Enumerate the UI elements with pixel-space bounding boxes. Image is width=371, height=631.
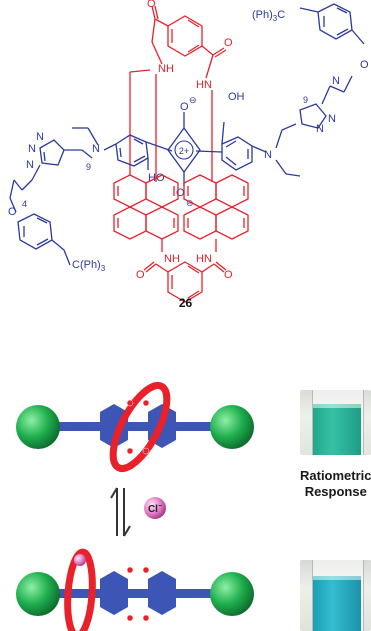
carbonyl-o-1: O xyxy=(147,0,156,10)
axle-bar-bottom xyxy=(40,589,240,598)
axle-right xyxy=(195,3,365,177)
stopper-left-bottom xyxy=(16,572,60,616)
macrocycle-ring-top xyxy=(109,382,171,472)
triazole-n-1: N xyxy=(36,131,44,143)
oxide-charge-top: ⊖ xyxy=(189,95,197,105)
chloride-icon xyxy=(144,497,166,519)
trityl-top-label: (Ph)3C xyxy=(252,9,285,23)
rotaxane-cartoon-bottom xyxy=(16,548,254,631)
green-solution xyxy=(313,404,361,455)
macrocycle-ring-bottom xyxy=(64,548,96,631)
ratiometric-response-label: Ratiometric Response xyxy=(300,468,371,500)
response-line-2: Response xyxy=(304,484,367,499)
carbonyl-o-2: O xyxy=(224,37,233,49)
axle-right-labels: N OH 9 N N N O (Ph)3C xyxy=(228,9,369,161)
cyan-solution xyxy=(313,576,361,631)
ether-o-right: O xyxy=(360,59,369,71)
response-line-1: Ratiometric xyxy=(300,468,371,483)
amine-n-left: N xyxy=(92,143,100,155)
triazole-n-r1: N xyxy=(332,75,340,87)
axle-left xyxy=(9,127,173,266)
triazole-n-r3: N xyxy=(316,123,324,135)
amide-hn-bottom: HN xyxy=(196,253,212,265)
trityl-bottom-label: C(Ph)3 xyxy=(72,259,106,273)
amide-nh-bottom: NH xyxy=(164,253,180,265)
triazole-n-r2: N xyxy=(328,113,336,125)
chain-sub-4: 4 xyxy=(22,199,27,209)
charge-label: 2+ xyxy=(179,146,189,156)
oxide-charge-bottom: ⊖ xyxy=(186,198,194,208)
stopper-right-bottom xyxy=(210,572,254,616)
bound-chloride-icon xyxy=(74,554,86,566)
chain-sub-9-right: 9 xyxy=(303,95,308,105)
rotaxane-cartoon-top xyxy=(16,382,254,472)
amine-n-right: N xyxy=(264,149,272,161)
macrocycle-bottom xyxy=(113,174,249,303)
chloride-label: Cl− xyxy=(148,503,162,515)
macrocycle-top xyxy=(129,5,227,182)
amide-hn-top: HN xyxy=(196,79,212,91)
ether-o-left: O xyxy=(8,206,17,218)
macrocycle-bottom-labels: NH HN O O xyxy=(136,253,233,281)
carbonyl-o-4: O xyxy=(224,269,233,281)
amide-nh-top: NH xyxy=(158,63,174,75)
stopper-right-top xyxy=(210,405,254,449)
triazole-n-3: N xyxy=(26,159,34,171)
compound-number: 26 xyxy=(178,296,193,310)
phenol-oh: OH xyxy=(228,91,245,103)
axle-bar-top xyxy=(40,422,240,431)
chemical-structure: O O NH HN xyxy=(8,0,369,303)
squaraine-o-top: O xyxy=(180,101,189,113)
vial-photo-bottom xyxy=(300,560,371,631)
chain-sub-9-left: 9 xyxy=(86,162,91,172)
stopper-left-top xyxy=(16,405,60,449)
vial-photo-top xyxy=(300,390,371,455)
carbonyl-o-3: O xyxy=(136,269,145,281)
triazole-n-2: N xyxy=(28,143,36,155)
macrocycle-top-labels: O O NH HN xyxy=(147,0,233,91)
squaraine-o-bottom: O xyxy=(176,187,185,199)
axle-left-labels: N N N N 9 4 O HO C(Ph)3 xyxy=(8,131,165,273)
equilibrium-arrows xyxy=(110,487,131,537)
